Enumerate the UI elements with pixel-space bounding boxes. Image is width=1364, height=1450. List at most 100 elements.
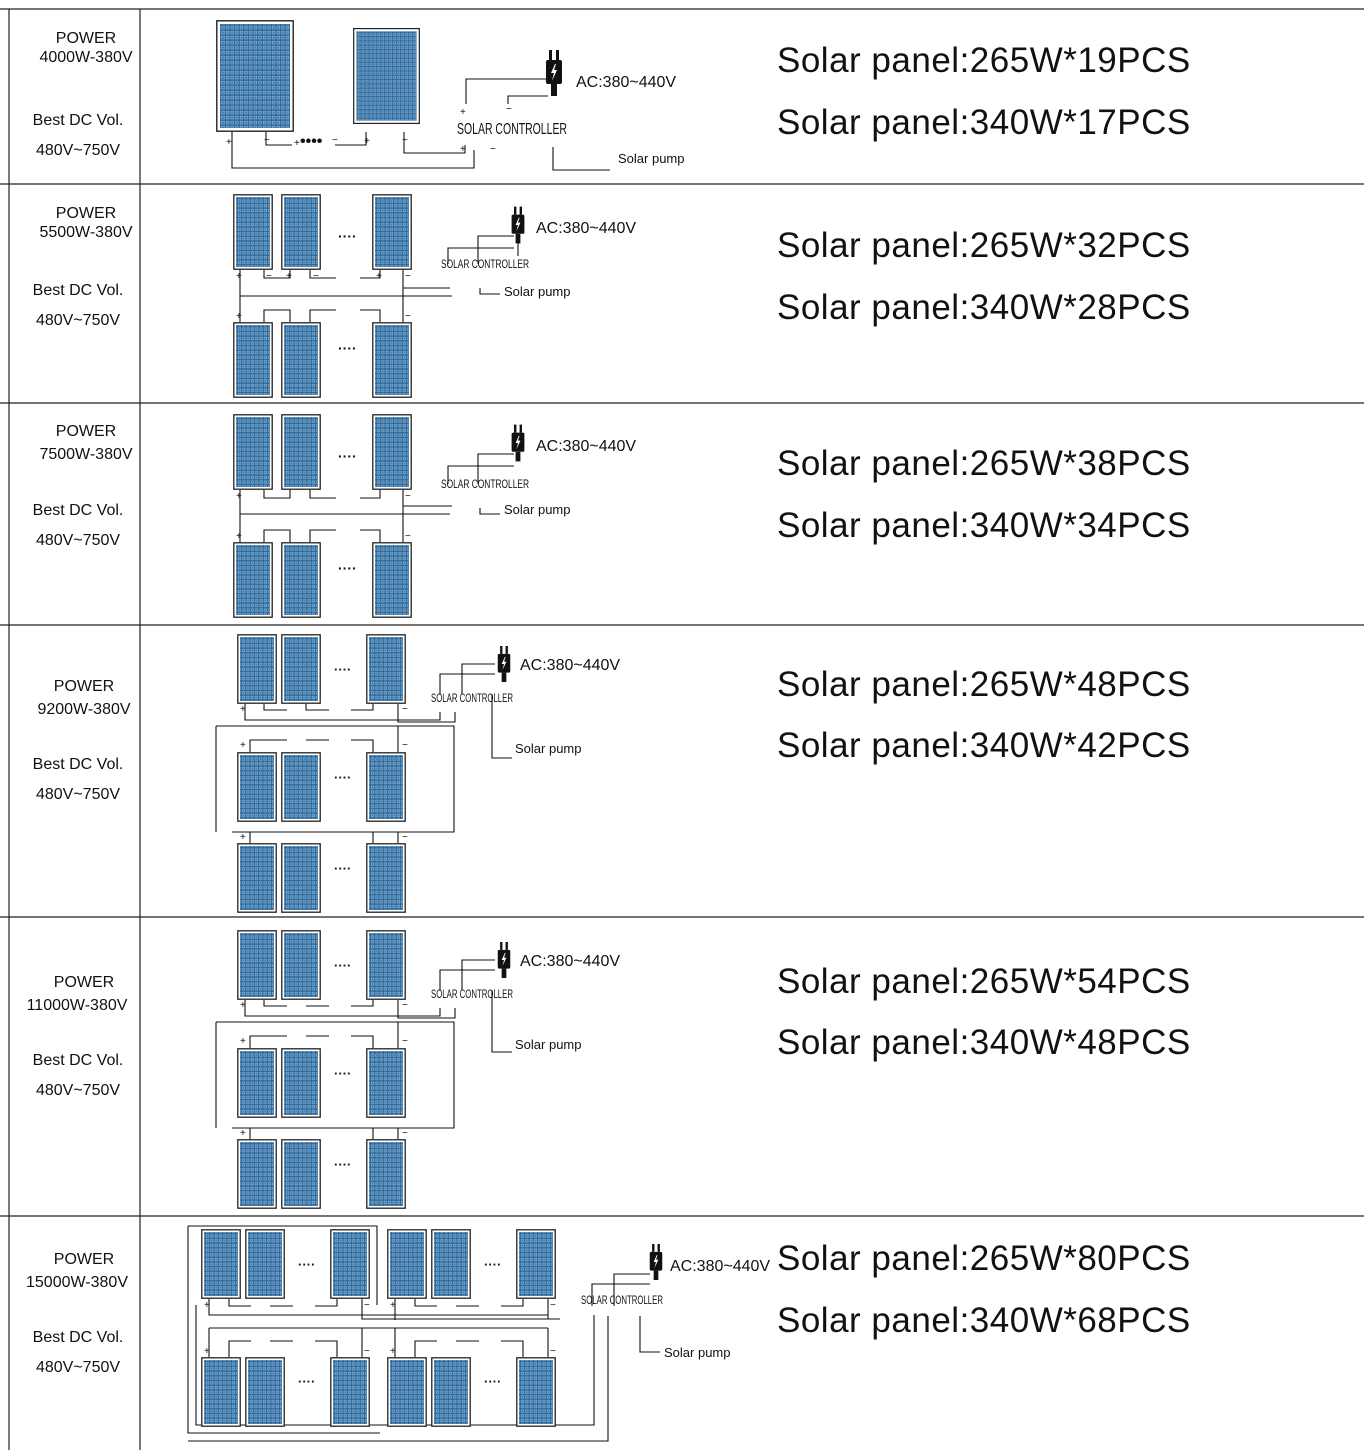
- solar-panel: [233, 322, 273, 398]
- solar-panel: [387, 1229, 427, 1299]
- ellipsis: ····: [484, 1257, 501, 1272]
- controller-plug-icon: [497, 942, 511, 978]
- minus-sign: −: [402, 832, 408, 843]
- row-6-wiring-diagram: ···· ···· ···· ···· + − + − + − +: [187, 1225, 770, 1442]
- pump-label: Solar pump: [515, 741, 581, 756]
- row-1-wiring-diagram: + − + •••• − + − + − + − AC:380~440V SOL…: [216, 20, 684, 171]
- row-5-power-cell: POWER 11000W-380V Best DC Vol. 480V~750V: [27, 974, 128, 1099]
- power-label: POWER: [54, 1251, 114, 1268]
- minus-sign: −: [266, 271, 272, 282]
- plus-sign: +: [236, 311, 242, 322]
- solar-panel: [366, 1139, 406, 1209]
- minus-sign: −: [550, 1346, 556, 1357]
- controller-label: SOLAR CONTROLLER: [431, 691, 513, 705]
- spec-340w: Solar panel:340W*48PCS: [777, 1023, 1191, 1062]
- controller-label: SOLAR CONTROLLER: [457, 121, 567, 138]
- power-label: POWER: [54, 678, 114, 695]
- plus-sign: +: [236, 531, 242, 542]
- minus-sign: −: [313, 271, 319, 282]
- dc-range: 480V~750V: [36, 142, 120, 159]
- minus-sign: −: [405, 271, 411, 282]
- spec-340w: Solar panel:340W*17PCS: [777, 103, 1191, 142]
- minus-sign: −: [332, 135, 338, 146]
- row-5: POWER 11000W-380V Best DC Vol. 480V~750V…: [27, 930, 1191, 1209]
- ellipsis: ····: [334, 861, 351, 876]
- row-5-wiring-diagram: ···· ···· ···· + − + − + − AC:380~440V S…: [215, 930, 620, 1209]
- power-value: 11000W-380V: [27, 997, 128, 1014]
- solar-panel: [281, 322, 321, 398]
- plus-sign: +: [376, 271, 382, 282]
- ellipsis: ····: [338, 448, 357, 464]
- solar-panel: [281, 542, 321, 618]
- spec-265w: Solar panel:265W*54PCS: [777, 962, 1191, 1001]
- power-value: 7500W-380V: [39, 446, 132, 463]
- dc-range: 480V~750V: [36, 786, 120, 803]
- solar-panel: [366, 752, 406, 822]
- spec-265w: Solar panel:265W*19PCS: [777, 41, 1191, 80]
- spec-340w: Solar panel:340W*42PCS: [777, 726, 1191, 765]
- solar-panel: [245, 1229, 285, 1299]
- controller-label: SOLAR CONTROLLER: [431, 987, 513, 1001]
- solar-panel: [281, 1048, 321, 1118]
- minus-sign: −: [405, 311, 411, 322]
- solar-panel: [387, 1357, 427, 1427]
- spec-340w: Solar panel:340W*28PCS: [777, 288, 1191, 327]
- pump-label: Solar pump: [504, 502, 570, 517]
- row-3-power-cell: POWER 7500W-380V Best DC Vol. 480V~750V: [33, 423, 133, 549]
- row-4-wiring-diagram: ···· ···· ···· + − + − + − AC:380~440V S…: [215, 634, 620, 913]
- minus-sign: −: [550, 1300, 556, 1311]
- controller-plug-icon: [497, 646, 511, 682]
- ac-voltage-label: AC:380~440V: [536, 220, 636, 237]
- minus-sign: −: [402, 1036, 408, 1047]
- ac-voltage-label: AC:380~440V: [520, 657, 620, 674]
- spec-265w: Solar panel:265W*48PCS: [777, 665, 1191, 704]
- row-6-power-cell: POWER 15000W-380V Best DC Vol. 480V~750V: [26, 1251, 128, 1376]
- ellipsis: ····: [334, 1157, 351, 1172]
- solar-panel: [237, 930, 277, 1000]
- minus-sign: −: [405, 531, 411, 542]
- minus-sign: −: [364, 1346, 370, 1357]
- spec-265w: Solar panel:265W*38PCS: [777, 444, 1191, 483]
- solar-panel: [237, 752, 277, 822]
- ellipsis: ····: [338, 228, 357, 244]
- row-1: POWER 4000W-380V Best DC Vol. 480V~750V …: [33, 20, 1191, 171]
- controller-plug-icon: [649, 1244, 663, 1280]
- pump-label: Solar pump: [618, 151, 684, 166]
- ac-voltage-label: AC:380~440V: [576, 74, 676, 91]
- plus-sign: +: [364, 136, 370, 147]
- solar-panel: [281, 634, 321, 704]
- controller-label: SOLAR CONTROLLER: [581, 1293, 663, 1307]
- controller-plug-icon: [511, 424, 525, 462]
- dc-label: Best DC Vol.: [33, 1052, 124, 1069]
- solar-panel: [366, 843, 406, 913]
- solar-panel: [233, 414, 273, 490]
- plus-sign: +: [204, 1346, 210, 1357]
- minus-sign: −: [490, 144, 496, 155]
- dc-range: 480V~750V: [36, 532, 120, 549]
- solar-panel: [330, 1229, 370, 1299]
- ellipsis: ••••: [300, 133, 323, 150]
- row-2-wiring-diagram: ···· ···· + − + − + − + − AC:380~440V SO…: [233, 194, 636, 398]
- controller-label: SOLAR CONTROLLER: [441, 257, 529, 271]
- solar-panel: [237, 843, 277, 913]
- pump-label: Solar pump: [504, 284, 570, 299]
- minus-sign: −: [405, 491, 411, 502]
- solar-panel: [233, 194, 273, 270]
- ellipsis: ····: [334, 770, 351, 785]
- power-value: 4000W-380V: [39, 49, 132, 66]
- solar-panel: [237, 1139, 277, 1209]
- dc-label: Best DC Vol.: [33, 282, 124, 299]
- power-value: 5500W-380V: [39, 224, 132, 241]
- power-label: POWER: [56, 423, 116, 440]
- ellipsis: ····: [298, 1374, 315, 1389]
- solar-panel: [281, 843, 321, 913]
- plus-sign: +: [390, 1300, 396, 1311]
- solar-panel: [281, 194, 321, 270]
- solar-panel: [516, 1229, 556, 1299]
- solar-panel: [330, 1357, 370, 1427]
- solar-panel: [281, 930, 321, 1000]
- plus-sign: +: [240, 740, 246, 751]
- solar-panel: [431, 1229, 471, 1299]
- plus-sign: +: [460, 144, 466, 155]
- dc-range: 480V~750V: [36, 312, 120, 329]
